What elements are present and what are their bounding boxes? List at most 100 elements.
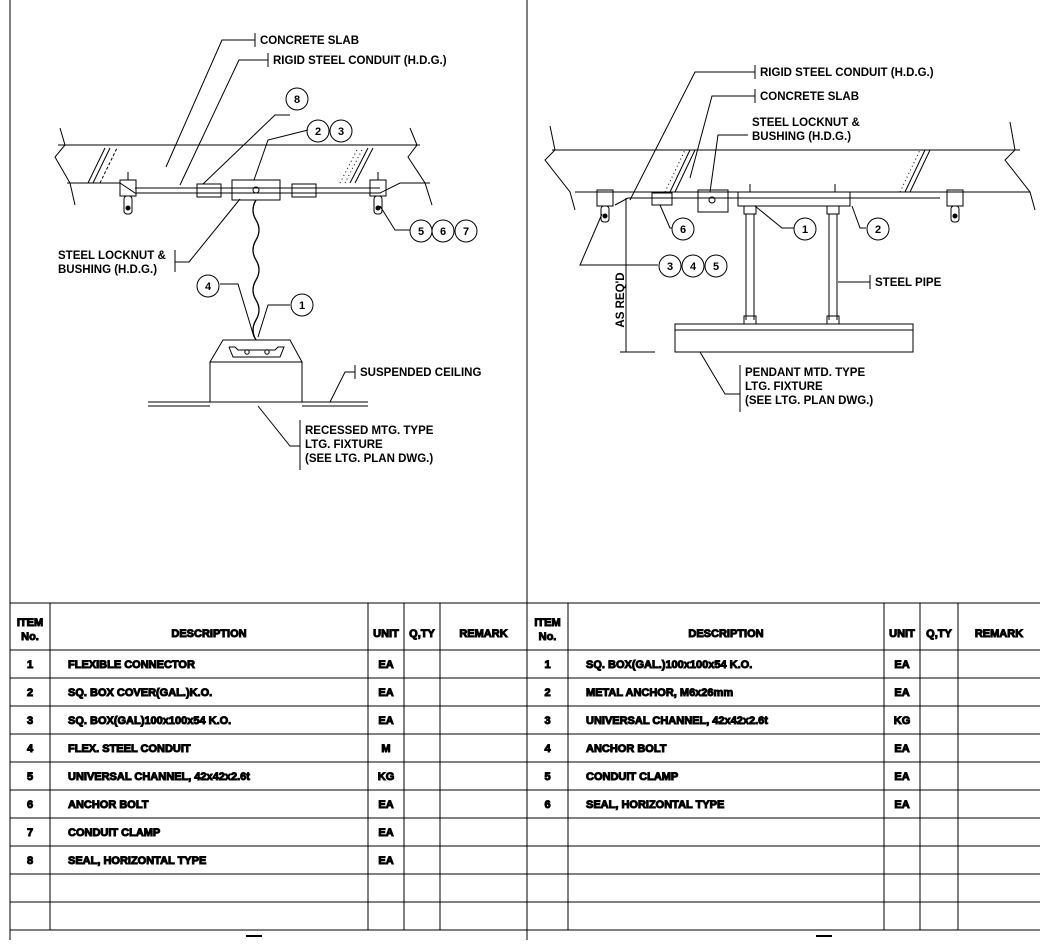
callout-text: 3 (667, 261, 673, 273)
left-table-cell-unit: EA (378, 855, 393, 867)
left-table-cell-no: 2 (27, 687, 33, 699)
material-tables: ITEM No. DESCRIPTION UNIT Q,TY REMARK 1 FLEXIBL… (10, 603, 1040, 931)
callout-text: 4 (690, 261, 697, 273)
callout-text: 4 (205, 281, 212, 293)
right-table-cell-description: SQ. BOX(GAL.)100x100x54 K.O. (586, 659, 752, 671)
left-table-cell-description: FLEX. STEEL CONDUIT (68, 743, 191, 755)
left-table-cell-no: 5 (27, 771, 33, 783)
right-table-cell-unit: EA (894, 799, 909, 811)
left-table-cell-description: UNIVERSAL CHANNEL, 42x42x2.6t (68, 771, 250, 783)
label-steel-pipe: STEEL PIPE (875, 277, 942, 289)
right-table-cell-no: 2 (544, 687, 550, 699)
left-anchor-clamp-left (119, 172, 137, 215)
left-table-cell-description: ANCHOR BOLT (68, 799, 149, 811)
right-leaders (579, 65, 871, 412)
right-table-cell-unit: KG (894, 715, 911, 727)
left-callout-7 (454, 219, 478, 243)
left-table-header-unit: UNIT (373, 628, 399, 640)
left-table-cell-description: CONDUIT CLAMP (68, 827, 160, 839)
right-seal (651, 192, 673, 206)
right-table-cell-description: METAL ANCHOR, M6x26mm (586, 687, 733, 699)
left-seal-left (196, 183, 222, 198)
right-table-cell-no: 5 (544, 771, 550, 783)
callout-text: 7 (463, 226, 469, 238)
callout-text: 5 (713, 261, 719, 273)
right-table-cell-unit: EA (894, 659, 909, 671)
left-table-cell-no: 6 (27, 799, 33, 811)
left-table-cell-no: 8 (27, 855, 33, 867)
label-as-reqd: AS REQ'D (615, 272, 627, 327)
right-table-header-remark: REMARK (975, 628, 1023, 640)
left-concrete-slab (54, 127, 433, 206)
left-table-header-qty: Q,TY (409, 628, 435, 640)
right-callout-3 (658, 254, 682, 278)
left-table-cell-no: 4 (27, 743, 34, 755)
left-square-box (231, 179, 281, 201)
left-table-cell-unit: EA (378, 827, 393, 839)
label-locknut: STEEL LOCKNUT & (752, 117, 860, 129)
left-flex-conduit (252, 199, 260, 341)
right-table-header-description: DESCRIPTION (688, 628, 763, 640)
label-suspended-ceiling: SUSPENDED CEILING (360, 367, 481, 379)
right-table-cell-description: CONDUIT CLAMP (586, 771, 678, 783)
label-concrete-slab: CONCRETE SLAB (260, 35, 359, 47)
left-table-cell-unit: EA (378, 687, 393, 699)
right-table-cell-description: ANCHOR BOLT (586, 743, 667, 755)
right-table-cell-description: SEAL, HORIZONTAL TYPE (586, 799, 724, 811)
right-table-cell-unit: EA (894, 771, 909, 783)
right-table-cell-no: 4 (544, 743, 551, 755)
label-bushing: BUSHING (H.D.G.) (752, 131, 851, 143)
callout-text: 2 (315, 126, 321, 138)
label-fixture: LTG. FIXTURE (305, 439, 383, 451)
right-rigid-conduit-line (614, 197, 940, 206)
label-fixture-ref: (SEE LTG. PLAN DWG.) (305, 453, 433, 465)
callout-text: 2 (875, 224, 881, 236)
label-rigid-conduit: RIGID STEEL CONDUIT (H.D.G.) (273, 55, 447, 67)
right-as-reqd-dimension (620, 198, 655, 353)
right-anchor-clamp-left (596, 189, 614, 223)
right-detail (544, 65, 1036, 412)
right-table-cell-no: 1 (544, 659, 550, 671)
label-fixture: LTG. FIXTURE (745, 381, 823, 393)
label-fixture-type: PENDANT MTD. TYPE (745, 367, 865, 379)
right-anchor-clamp-right (946, 189, 964, 223)
right-callout-6 (671, 217, 695, 241)
left-table-cell-no: 1 (27, 659, 33, 671)
right-table-cell-no: 3 (544, 715, 550, 727)
label-bushing: BUSHING (H.D.G.) (58, 264, 157, 276)
right-table-cell-unit: EA (894, 687, 909, 699)
right-table-cell-unit: EA (894, 743, 909, 755)
right-table-header-no: No. (539, 631, 557, 643)
right-callout-1 (793, 217, 817, 241)
callout-text: 3 (338, 126, 344, 138)
left-table-cell-description: FLEXIBLE CONNECTOR (68, 659, 195, 671)
left-table-cell-no: 3 (27, 715, 33, 727)
left-table-cell-unit: M (381, 743, 390, 755)
callout-text: 6 (680, 224, 686, 236)
right-pendant-fixture (674, 323, 914, 353)
label-fixture-ref: (SEE LTG. PLAN DWG.) (745, 395, 873, 407)
left-table-header-no: No. (21, 631, 39, 643)
left-callout-8 (285, 87, 309, 111)
right-callout-2 (866, 217, 890, 241)
left-callout-6 (431, 219, 455, 243)
right-box-knockout (708, 196, 716, 204)
left-callout-3 (329, 119, 353, 143)
right-table-header-unit: UNIT (889, 628, 915, 640)
callout-text: 6 (440, 226, 446, 238)
label-locknut: STEEL LOCKNUT & (58, 250, 166, 262)
left-recessed-fixture (148, 339, 368, 407)
left-table-cell-unit: KG (378, 771, 395, 783)
left-detail (54, 33, 478, 470)
left-table-cell-no: 7 (27, 827, 33, 839)
right-table-header-qty: Q,TY (926, 628, 952, 640)
left-table-header-description: DESCRIPTION (171, 628, 246, 640)
left-seal-right (291, 183, 317, 198)
label-fixture-type: RECESSED MTG. TYPE (305, 425, 434, 437)
left-table-header-item: ITEM (17, 617, 43, 629)
right-square-box (737, 191, 851, 207)
right-locknut-box (697, 189, 729, 213)
right-callout-4 (681, 254, 705, 278)
left-table-header-remark: REMARK (459, 628, 507, 640)
